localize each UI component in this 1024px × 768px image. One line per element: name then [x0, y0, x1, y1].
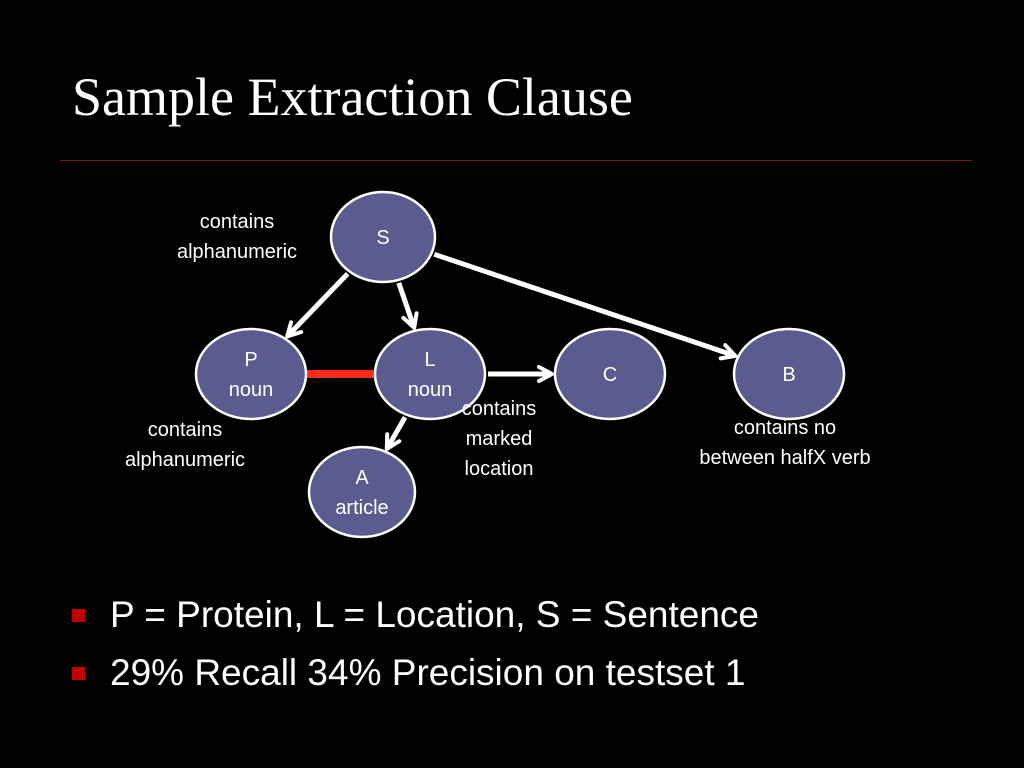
node-label: article [335, 497, 388, 519]
node-shape [373, 327, 487, 421]
node-label: noun [229, 379, 274, 401]
node-shape [553, 327, 667, 421]
node-shape [329, 190, 437, 284]
node-shape [194, 327, 308, 421]
annotations-layer: contains alphanumeric contains alphanumeric… [125, 211, 871, 480]
node-b: B [732, 327, 846, 421]
node-label: S [376, 227, 389, 249]
node-s: S [329, 190, 437, 284]
node-c: C [553, 327, 667, 421]
bullet-text: 29% Recall 34% Precision on testset 1 [110, 652, 746, 693]
node-label: B [782, 364, 795, 386]
c-note-text: marked [466, 428, 533, 450]
edge-s-l [396, 282, 419, 330]
p-note-text: alphanumeric [125, 449, 245, 471]
s-note-text: alphanumeric [177, 241, 297, 263]
square-bullet-icon [72, 667, 85, 680]
s-note-text: contains [200, 211, 275, 233]
edges-layer [285, 251, 738, 451]
b-note-text: contains no [734, 417, 836, 439]
node-label: A [355, 467, 369, 489]
node-shape [307, 445, 417, 539]
b-note-text: between halfX verb [699, 447, 870, 469]
slide-title: Sample Extraction Clause [72, 67, 633, 127]
node-shape [732, 327, 846, 421]
edge-s-p [285, 271, 350, 339]
edge-s-b [433, 251, 738, 361]
edge-l-a [384, 416, 408, 451]
node-label: L [424, 349, 435, 371]
bullet-text: P = Protein, L = Location, S = Sentence [110, 594, 759, 635]
c-note-text: contains [462, 398, 537, 420]
node-label: C [603, 364, 617, 386]
title-divider [60, 160, 972, 161]
p-note-text: contains [148, 419, 223, 441]
node-label: noun [408, 379, 453, 401]
square-bullet-icon [72, 609, 85, 622]
c-note-text: location [465, 458, 534, 480]
node-label: P [244, 349, 257, 371]
